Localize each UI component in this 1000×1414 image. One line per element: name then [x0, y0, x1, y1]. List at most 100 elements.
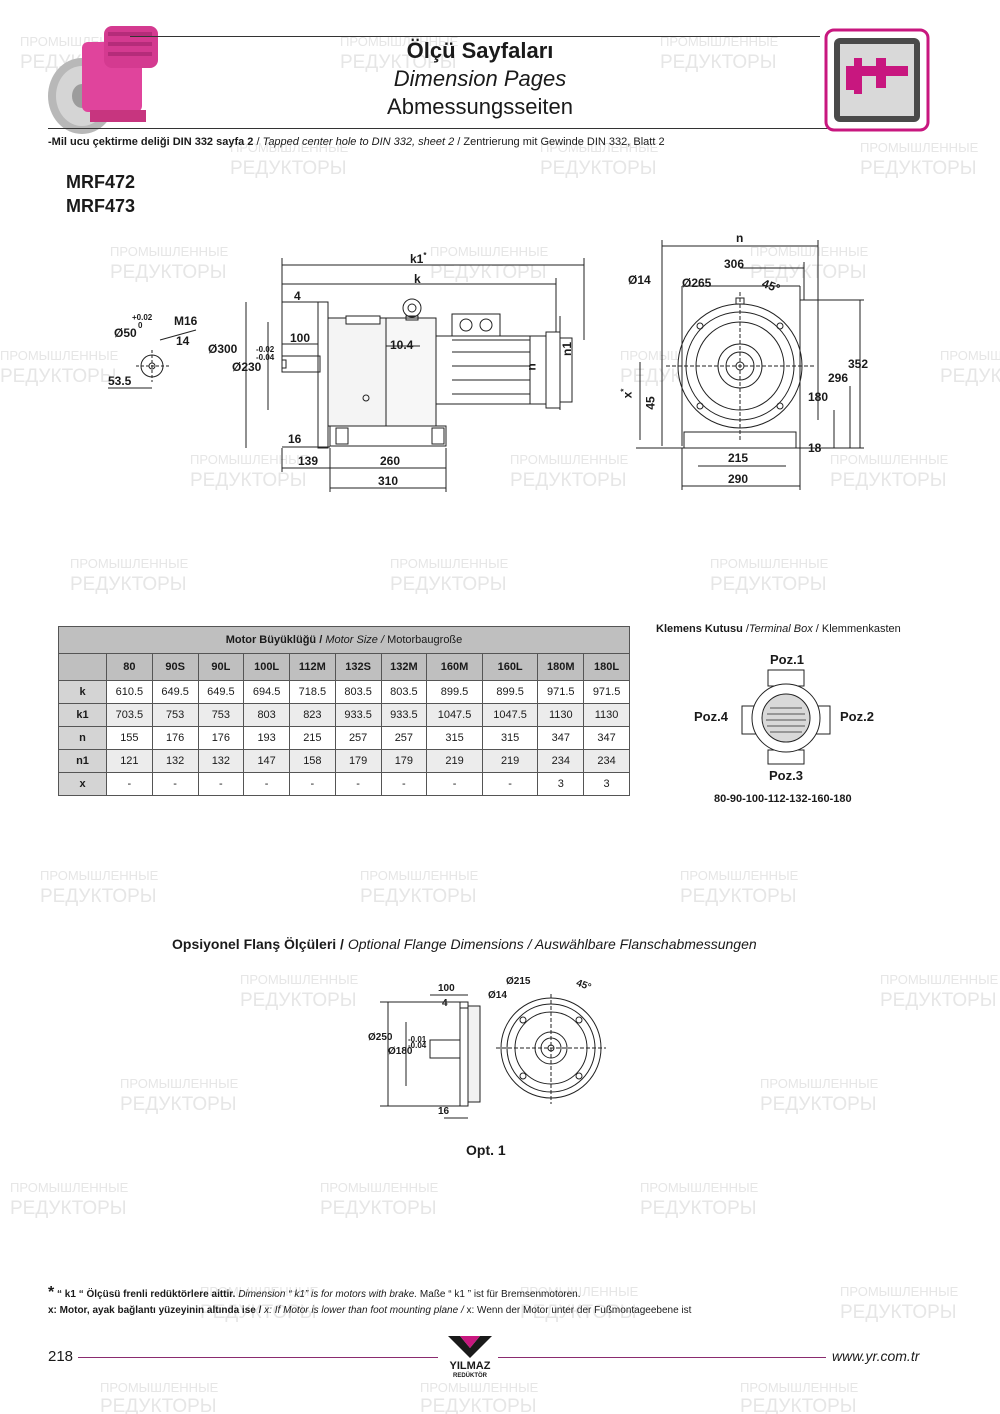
table-header-cell: 160L — [481, 653, 539, 681]
dim-m16: M16 — [174, 314, 198, 328]
terminal-pos-2: Poz.2 — [840, 709, 874, 724]
svg-text:ПРОМЫШЛЕННЫЕ: ПРОМЫШЛЕННЫЕ — [420, 1380, 539, 1395]
svg-text:РЕДУКТОРЫ: РЕДУКТОРЫ — [680, 886, 797, 907]
svg-text:РЕДУКТОРЫ: РЕДУКТОРЫ — [740, 1396, 857, 1414]
flange-dim-d180: Ø180 — [388, 1046, 413, 1057]
subtitle-en: Tapped center hole to DIN 332, sheet 2 — [262, 136, 455, 148]
svg-text:ПРОМЫШЛЕННЫЕ: ПРОМЫШЛЕННЫЕ — [880, 972, 999, 987]
title-de: Abmessungsseiten — [387, 94, 573, 119]
table-header-cell: 80 — [106, 653, 153, 681]
svg-text:ПРОМЫШЛЕННЫЕ: ПРОМЫШЛЕННЫЕ — [120, 1076, 239, 1091]
dim-k: k — [414, 272, 421, 286]
dim-290: 290 — [728, 472, 749, 486]
svg-text:ПРОМЫШЛЕННЫЕ: ПРОМЫШЛЕННЫЕ — [760, 1076, 879, 1091]
terminal-box-title: Klemens Kutusu /Terminal Box / Klemmenka… — [656, 623, 901, 635]
svg-text:РЕДУКТОРЫ: РЕДУКТОРЫ — [760, 1094, 877, 1115]
dim-352: 352 — [848, 357, 869, 371]
optional-flange-drawing — [380, 994, 606, 1119]
svg-text:РЕДУКТОРЫ: РЕДУКТОРЫ — [390, 574, 507, 595]
table-header-cell: 132S — [334, 653, 382, 681]
svg-text:ПРОМЫШЛЕННЫЕ: ПРОМЫШЛЕННЫЕ — [740, 1380, 859, 1395]
flange-dim-4: 4 — [442, 998, 448, 1009]
dim-296: 296 — [828, 371, 849, 385]
svg-text:ПРОМЫШЛЕННЫЕ: ПРОМЫШЛЕННЫЕ — [360, 868, 479, 883]
table-caption: Motor Büyüklüğü / Motor Size / Motorbaug… — [58, 626, 630, 654]
subtitle-tr: -Mil ucu çektirme deliği DIN 332 sayfa 2 — [48, 136, 254, 148]
table-header-cell: 160M — [426, 653, 483, 681]
tol-b: -0.04 — [256, 353, 275, 362]
dim-215: 215 — [728, 451, 749, 465]
optional-flange-caption: Opt. 1 — [466, 1142, 506, 1158]
dim-d230: Ø230 — [232, 360, 262, 374]
svg-text:ПРОМЫШЛЕННЫЕ: ПРОМЫШЛЕННЫЕ — [840, 1284, 959, 1299]
dim-16: 16 — [288, 432, 302, 446]
model-name: MRF472 — [66, 172, 136, 192]
page-number: 218 — [48, 1348, 74, 1365]
title-en: Dimension Pages — [393, 66, 567, 91]
table-header-cell: 180M — [537, 653, 585, 681]
dim-4: 4 — [294, 289, 301, 303]
dim-306: 306 — [724, 257, 745, 271]
flange-dim-100: 100 — [438, 983, 455, 994]
dim-front-n: n — [736, 231, 744, 245]
footer-rule-left — [78, 1357, 438, 1358]
terminal-pos-1: Poz.1 — [770, 652, 804, 667]
dim-180: 180 — [808, 390, 829, 404]
dim-260: 260 — [380, 454, 401, 468]
dim-18: 18 — [808, 441, 822, 455]
table-header-cell: 100L — [243, 653, 290, 681]
dim-n: n — [524, 363, 539, 371]
terminal-pos-3: Poz.3 — [769, 768, 803, 783]
svg-text:ПРОМЫШЛЕННЫЕ: ПРОМЫШЛЕННЫЕ — [320, 1180, 439, 1195]
dim-10-4: 10.4 — [390, 338, 414, 352]
dim-139: 139 — [298, 454, 319, 468]
svg-text:РЕДУКТОРЫ: РЕДУКТОРЫ — [840, 1302, 957, 1323]
subtitle-sep: / — [256, 136, 260, 148]
dim-d50: Ø50 — [114, 326, 137, 340]
svg-text:РЕДУКТОРЫ: РЕДУКТОРЫ — [710, 574, 827, 595]
flange-dim-d14: Ø14 — [488, 990, 507, 1001]
flange-tol-a: -0.01 — [408, 1035, 427, 1044]
model-name: MRF473 — [66, 196, 136, 216]
table-header-cell: 90L — [197, 653, 245, 681]
dim-d265: Ø265 — [682, 276, 712, 290]
optional-flange-title: Opsiyonel Flanş Ölçüleri / Optional Flan… — [172, 936, 757, 952]
svg-text:ПРОМЫШЛЕННЫЕ: ПРОМЫШЛЕННЫЕ — [10, 1180, 129, 1195]
svg-text:РЕДУКТОРЫ: РЕДУКТОРЫ — [10, 1198, 127, 1219]
flange-tol-b: -0.04 — [408, 1041, 427, 1050]
dim-14: 14 — [176, 334, 190, 348]
subtitle-sep: / — [457, 136, 461, 148]
header-top-rule — [130, 36, 820, 37]
svg-text:ПРОМЫШЛЕННЫЕ: ПРОМЫШЛЕННЫЕ — [680, 868, 799, 883]
footnote-k1: * “ k1 “ Ölçüsü frenli redüktörlere aitt… — [48, 1284, 581, 1301]
yilmaz-logo — [448, 1336, 492, 1358]
svg-text:ПРОМЫШЛЕННЫЕ: ПРОМЫШЛЕННЫЕ — [390, 556, 509, 571]
dim-d14: Ø14 — [628, 273, 651, 287]
svg-text:РЕДУКТОРЫ: РЕДУКТОРЫ — [640, 1198, 757, 1219]
dim-100: 100 — [290, 331, 311, 345]
website-link[interactable]: www.yr.com.tr — [832, 1348, 920, 1364]
svg-text:ПРОМЫШЛЕННЫЕ: ПРОМЫШЛЕННЫЕ — [240, 972, 359, 987]
motor-size-table: Motor Büyüklüğü / Motor Size / Motorbaug… — [58, 626, 630, 796]
tol-zero: 0 — [138, 321, 143, 330]
footer-rule-right — [498, 1357, 826, 1358]
tol-plus: +0.02 — [132, 313, 153, 322]
flange-dim-d250: Ø250 — [368, 1032, 393, 1043]
table-header-cell: 132M — [380, 653, 428, 681]
dim-n1: n1 — [560, 341, 575, 357]
terminal-box-diagram — [741, 669, 831, 765]
svg-text:РЕДУКТОРЫ: РЕДУКТОРЫ — [40, 886, 157, 907]
dim-d300: Ø300 — [208, 342, 238, 356]
svg-text:РЕДУКТОРЫ: РЕДУКТОРЫ — [420, 1396, 537, 1414]
svg-text:РЕДУКТОРЫ: РЕДУКТОРЫ — [70, 574, 187, 595]
tol-a: -0.02 — [256, 345, 275, 354]
svg-text:РЕДУКТОРЫ: РЕДУКТОРЫ — [100, 1396, 217, 1414]
svg-text:ПРОМЫШЛЕННЫЕ: ПРОМЫШЛЕННЫЕ — [40, 868, 159, 883]
brand-name: YILMAZ — [449, 1360, 491, 1372]
dim-53-5: 53.5 — [108, 374, 132, 388]
